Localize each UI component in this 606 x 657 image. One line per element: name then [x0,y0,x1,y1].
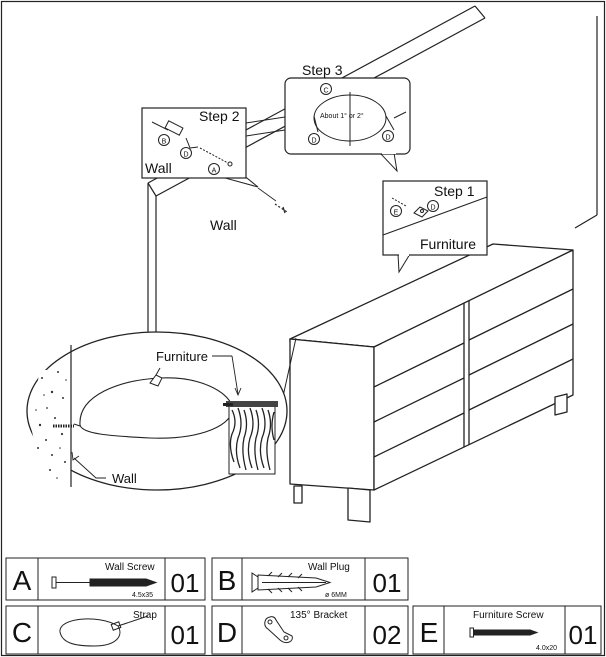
drawer-line [373,377,465,423]
strap-part-icon [59,615,149,647]
part-b-cell: B Wall Plug ø 6MM 01 [218,562,402,599]
part-qty: 02 [373,620,402,650]
parts-row-2 [5,605,602,655]
callout-letter: D [311,138,316,145]
drawer-line [468,288,574,341]
step2-wall-label: Wall [145,160,172,176]
part-name: Wall Plug [308,562,350,573]
step3-callouts: C D D [308,83,394,145]
dresser-front [373,249,574,491]
step2-hardware-icon [151,120,233,167]
part-qty: 01 [569,620,598,650]
part-size: 4.0x20 [536,645,557,652]
angle-note: About 1° or 2° [320,112,364,120]
dresser-leg [554,393,568,416]
dresser [289,243,574,523]
wall-plug-part-icon [251,571,332,594]
step2-callouts: B D A [158,134,220,175]
zoom-wall-label: Wall [112,471,137,486]
drawer-line [373,412,465,458]
dresser-side [289,338,375,491]
furniture-block [223,401,278,475]
strap-buckle [149,374,163,387]
part-name: Strap [133,610,157,621]
step1-callouts: E D [390,200,439,217]
step1-label: Step 1 [434,183,475,199]
callout-letter: C [323,88,328,95]
part-e-cell: E Furniture Screw 4.0x20 01 [420,610,598,652]
part-a-cell: A Wall Screw 4.5x35 01 [13,562,200,599]
step1-callout: Step 1 Furniture E D [382,180,488,274]
concrete-texture [35,371,67,479]
step1-hardware-icon [391,197,429,218]
drawer-line [373,342,465,388]
wall-leader [73,457,106,479]
step1-furniture-label: Furniture [420,236,476,252]
zoom-detail: Furniture Wall [26,331,288,491]
part-letter: A [13,565,32,596]
drawer-line [468,323,574,376]
furniture-screw-part-icon [469,627,539,638]
parts-row-1 [5,557,409,601]
wall-screw-part-icon [51,576,158,589]
part-name: Furniture Screw [473,610,544,621]
wall-label: Wall [210,217,237,233]
drawer-line [468,358,574,411]
wall-screw-icon [274,203,288,214]
part-qty: 01 [373,568,402,598]
step2-callout: Step 2 Wall B D A [141,107,286,188]
part-d-cell: D 135° Bracket 02 [217,610,402,650]
callout-letter: D [430,205,435,212]
part-c-cell: C Strap 01 [12,610,200,650]
part-size: 4.5x35 [132,592,153,599]
part-letter: D [217,617,237,648]
part-qty: 01 [171,568,200,598]
strap-loop-icon [313,92,407,146]
callout-letter: D [385,135,390,142]
leader-line [257,187,277,202]
callout-letter: D [183,152,188,159]
part-letter: E [420,617,439,648]
part-qty: 01 [171,620,200,650]
dresser-leg [293,485,303,504]
wall-anchor [53,423,81,428]
step3-label: Step 3 [302,62,343,78]
part-name: 135° Bracket [290,610,348,621]
callout-letter: A [212,168,217,175]
zoom-furniture-label: Furniture [156,349,208,364]
bracket-part-icon [264,616,293,644]
part-letter: B [218,565,237,596]
step2-label: Step 2 [199,108,240,124]
step3-callout: Step 3 About 1° or 2° C D D [284,62,411,173]
callout-letter: E [394,210,399,217]
part-letter: C [12,617,32,648]
dresser-leg [347,487,371,523]
part-size: ø 6MM [325,592,347,599]
callout-letter: B [162,139,167,146]
part-name: Wall Screw [105,562,155,573]
